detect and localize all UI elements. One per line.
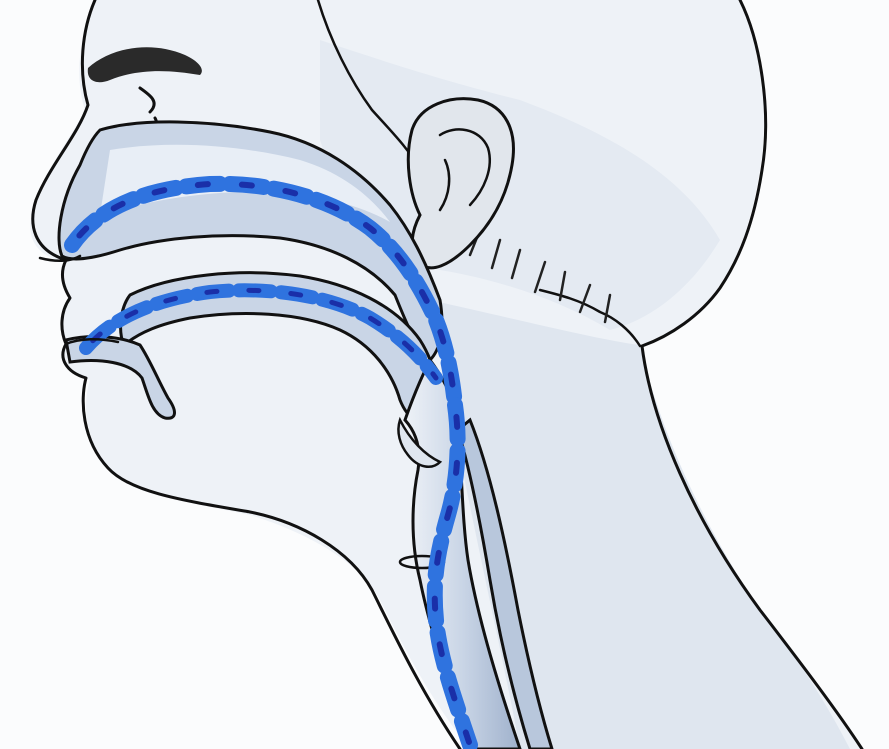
diagram-stage (0, 0, 889, 749)
airway-diagram (0, 0, 889, 749)
